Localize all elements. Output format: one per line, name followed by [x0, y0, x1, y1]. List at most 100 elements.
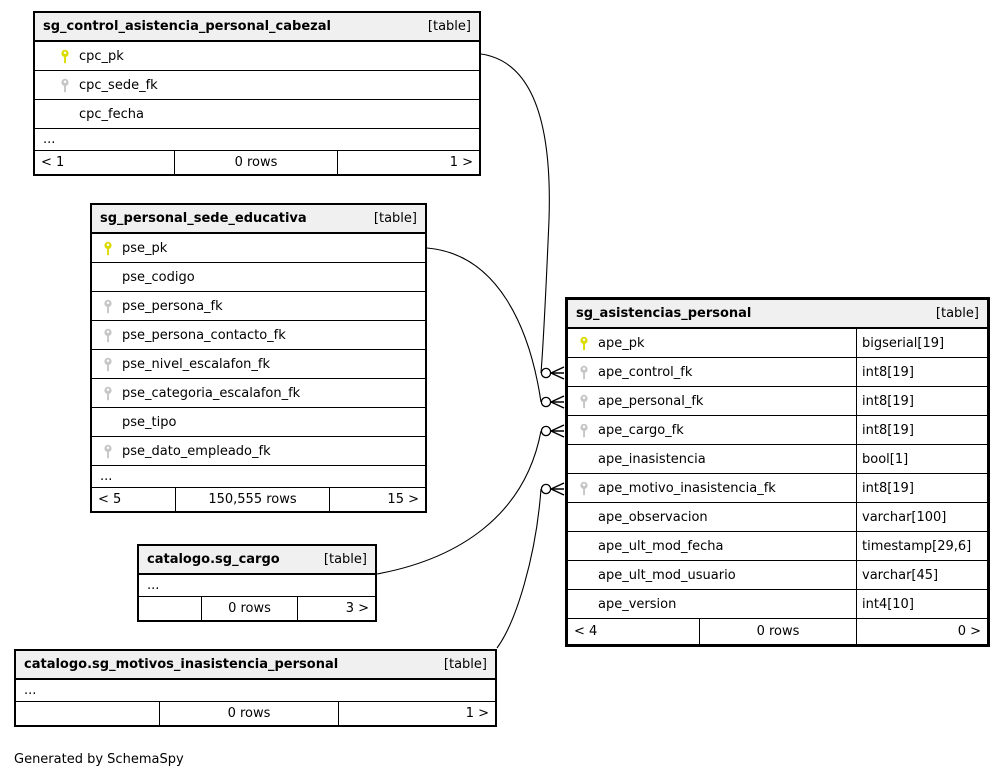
table-header[interactable]: sg_asistencias_personal [table]: [568, 300, 987, 329]
footer-children-count: [139, 597, 202, 620]
column-row-cpc_fecha: cpc_fecha: [35, 100, 479, 129]
table-catalogo-sg-motivos-inasistencia-personal[interactable]: catalogo.sg_motivos_inasistencia_persona…: [14, 649, 497, 727]
column-row-pse_tipo: pse_tipo: [92, 408, 425, 437]
footer-children-count: < 1: [35, 151, 175, 174]
column-row-pse_nivel_escalafon_fk: pse_nivel_escalafon_fk: [92, 350, 425, 379]
footer-children-count: < 5: [92, 488, 176, 511]
column-type: varchar[45]: [856, 561, 987, 589]
table-type-badge: [table]: [427, 19, 471, 34]
column-row-cpc_pk: cpc_pk: [35, 42, 479, 71]
table-sg-asistencias-personal[interactable]: sg_asistencias_personal [table] ape_pk bi…: [565, 297, 990, 647]
column-row-ape_control_fk: ape_control_fk int8[19]: [568, 358, 987, 387]
table-sg-personal-sede-educativa[interactable]: sg_personal_sede_educativa [table] pse_p…: [90, 203, 427, 513]
collapsed-columns-ellipsis: ...: [35, 129, 479, 151]
generated-by-caption: Generated by SchemaSpy: [14, 752, 184, 767]
foreign-key-icon: [102, 357, 122, 372]
column-row-ape_version: ape_version int4[10]: [568, 590, 987, 619]
footer-row-count: 0 rows: [700, 619, 857, 644]
table-header[interactable]: catalogo.sg_motivos_inasistencia_persona…: [16, 651, 495, 680]
table-type-badge: [table]: [373, 211, 417, 226]
column-name: pse_pk: [122, 240, 168, 256]
footer-row-count: 0 rows: [160, 702, 339, 725]
column-name: ape_observacion: [598, 509, 708, 525]
crowfoot-ape-control-fk: [540, 366, 565, 380]
table-title[interactable]: catalogo.sg_motivos_inasistencia_persona…: [24, 657, 339, 672]
table-footer: 0 rows 3 >: [139, 597, 375, 620]
table-header[interactable]: sg_control_asistencia_personal_cabezal […: [35, 13, 479, 42]
table-footer: 0 rows 1 >: [16, 702, 495, 725]
zero-or-one-circle: [540, 396, 552, 408]
column-type: timestamp[29,6]: [856, 532, 987, 560]
column-type: bool[1]: [856, 445, 987, 473]
column-name: pse_nivel_escalafon_fk: [122, 356, 271, 372]
footer-parents-count: 1 >: [449, 155, 473, 170]
column-type: varchar[100]: [856, 503, 987, 531]
foreign-key-icon: [102, 328, 122, 343]
table-sg-control-asistencia-personal-cabezal[interactable]: sg_control_asistencia_personal_cabezal […: [33, 11, 481, 176]
footer-row-count: 150,555 rows: [176, 488, 330, 511]
column-row-pse_categoria_escalafon_fk: pse_categoria_escalafon_fk: [92, 379, 425, 408]
crowfoot-ape-cargo-fk: [540, 424, 565, 438]
column-row-pse_codigo: pse_codigo: [92, 263, 425, 292]
column-name: ape_cargo_fk: [598, 422, 684, 438]
column-type: int4[10]: [856, 590, 987, 618]
footer-parents-count: 0 >: [957, 624, 981, 639]
footer-parents-count: 1 >: [465, 706, 489, 721]
foreign-key-icon: [102, 299, 122, 314]
column-name: cpc_sede_fk: [79, 77, 158, 93]
column-type: int8[19]: [856, 387, 987, 415]
table-title[interactable]: sg_asistencias_personal: [576, 306, 752, 321]
primary-key-icon: [59, 49, 79, 64]
footer-children-count: < 4: [568, 619, 700, 644]
table-title[interactable]: sg_personal_sede_educativa: [100, 211, 307, 226]
column-row-cpc_sede_fk: cpc_sede_fk: [35, 71, 479, 100]
zero-or-one-circle: [540, 425, 552, 437]
zero-or-one-circle: [540, 367, 552, 379]
footer-parents-count: 15 >: [387, 492, 419, 507]
foreign-key-icon: [59, 78, 79, 93]
footer-children-count: [16, 702, 160, 725]
column-row-pse_dato_empleado_fk: pse_dato_empleado_fk: [92, 437, 425, 466]
foreign-key-icon: [102, 444, 122, 459]
column-row-ape_pk: ape_pk bigserial[19]: [568, 329, 987, 358]
table-title[interactable]: catalogo.sg_cargo: [147, 552, 280, 567]
column-name: pse_categoria_escalafon_fk: [122, 385, 301, 401]
crowfoot-ape-personal-fk: [540, 395, 565, 409]
column-rows: ape_pk bigserial[19] ape_control_fk int8[19…: [568, 329, 987, 619]
column-name: ape_version: [598, 596, 677, 612]
footer-parents-count: 3 >: [345, 601, 369, 616]
column-name: ape_inasistencia: [598, 451, 706, 467]
column-row-pse_pk: pse_pk: [92, 234, 425, 263]
relationship-line-pse-pk-to-ape-personal-fk: [426, 247, 542, 403]
table-catalogo-sg-cargo[interactable]: catalogo.sg_cargo [table] ... 0 rows 3 >: [137, 544, 377, 622]
column-type: bigserial[19]: [856, 329, 987, 357]
relationship-line-cpc-pk-to-ape-control-fk: [480, 53, 550, 374]
column-rows: ...: [139, 575, 375, 597]
table-type-badge: [table]: [443, 657, 487, 672]
foreign-key-icon: [578, 394, 598, 409]
footer-row-count: 0 rows: [202, 597, 298, 620]
foreign-key-icon: [578, 365, 598, 380]
relationship-line-sg-motivos-to-ape-motivo-inasistencia-fk: [496, 488, 542, 649]
column-name: pse_persona_contacto_fk: [122, 327, 286, 343]
table-type-badge: [table]: [935, 306, 979, 321]
column-name: cpc_fecha: [79, 106, 144, 122]
crowfoot-ape-motivo-inasistencia-fk: [540, 482, 565, 496]
column-name: ape_control_fk: [598, 364, 693, 380]
column-row-pse_persona_fk: pse_persona_fk: [92, 292, 425, 321]
column-name: ape_pk: [598, 335, 645, 351]
column-name: pse_persona_fk: [122, 298, 223, 314]
table-header[interactable]: catalogo.sg_cargo [table]: [139, 546, 375, 575]
column-rows: pse_pk pse_codigo pse_persona_fk pse_person…: [92, 234, 425, 488]
column-name: pse_dato_empleado_fk: [122, 443, 271, 459]
column-name: pse_tipo: [122, 414, 177, 430]
foreign-key-icon: [102, 386, 122, 401]
column-type: int8[19]: [856, 358, 987, 386]
table-header[interactable]: sg_personal_sede_educativa [table]: [92, 205, 425, 234]
table-title[interactable]: sg_control_asistencia_personal_cabezal: [43, 19, 331, 34]
table-type-badge: [table]: [323, 552, 367, 567]
